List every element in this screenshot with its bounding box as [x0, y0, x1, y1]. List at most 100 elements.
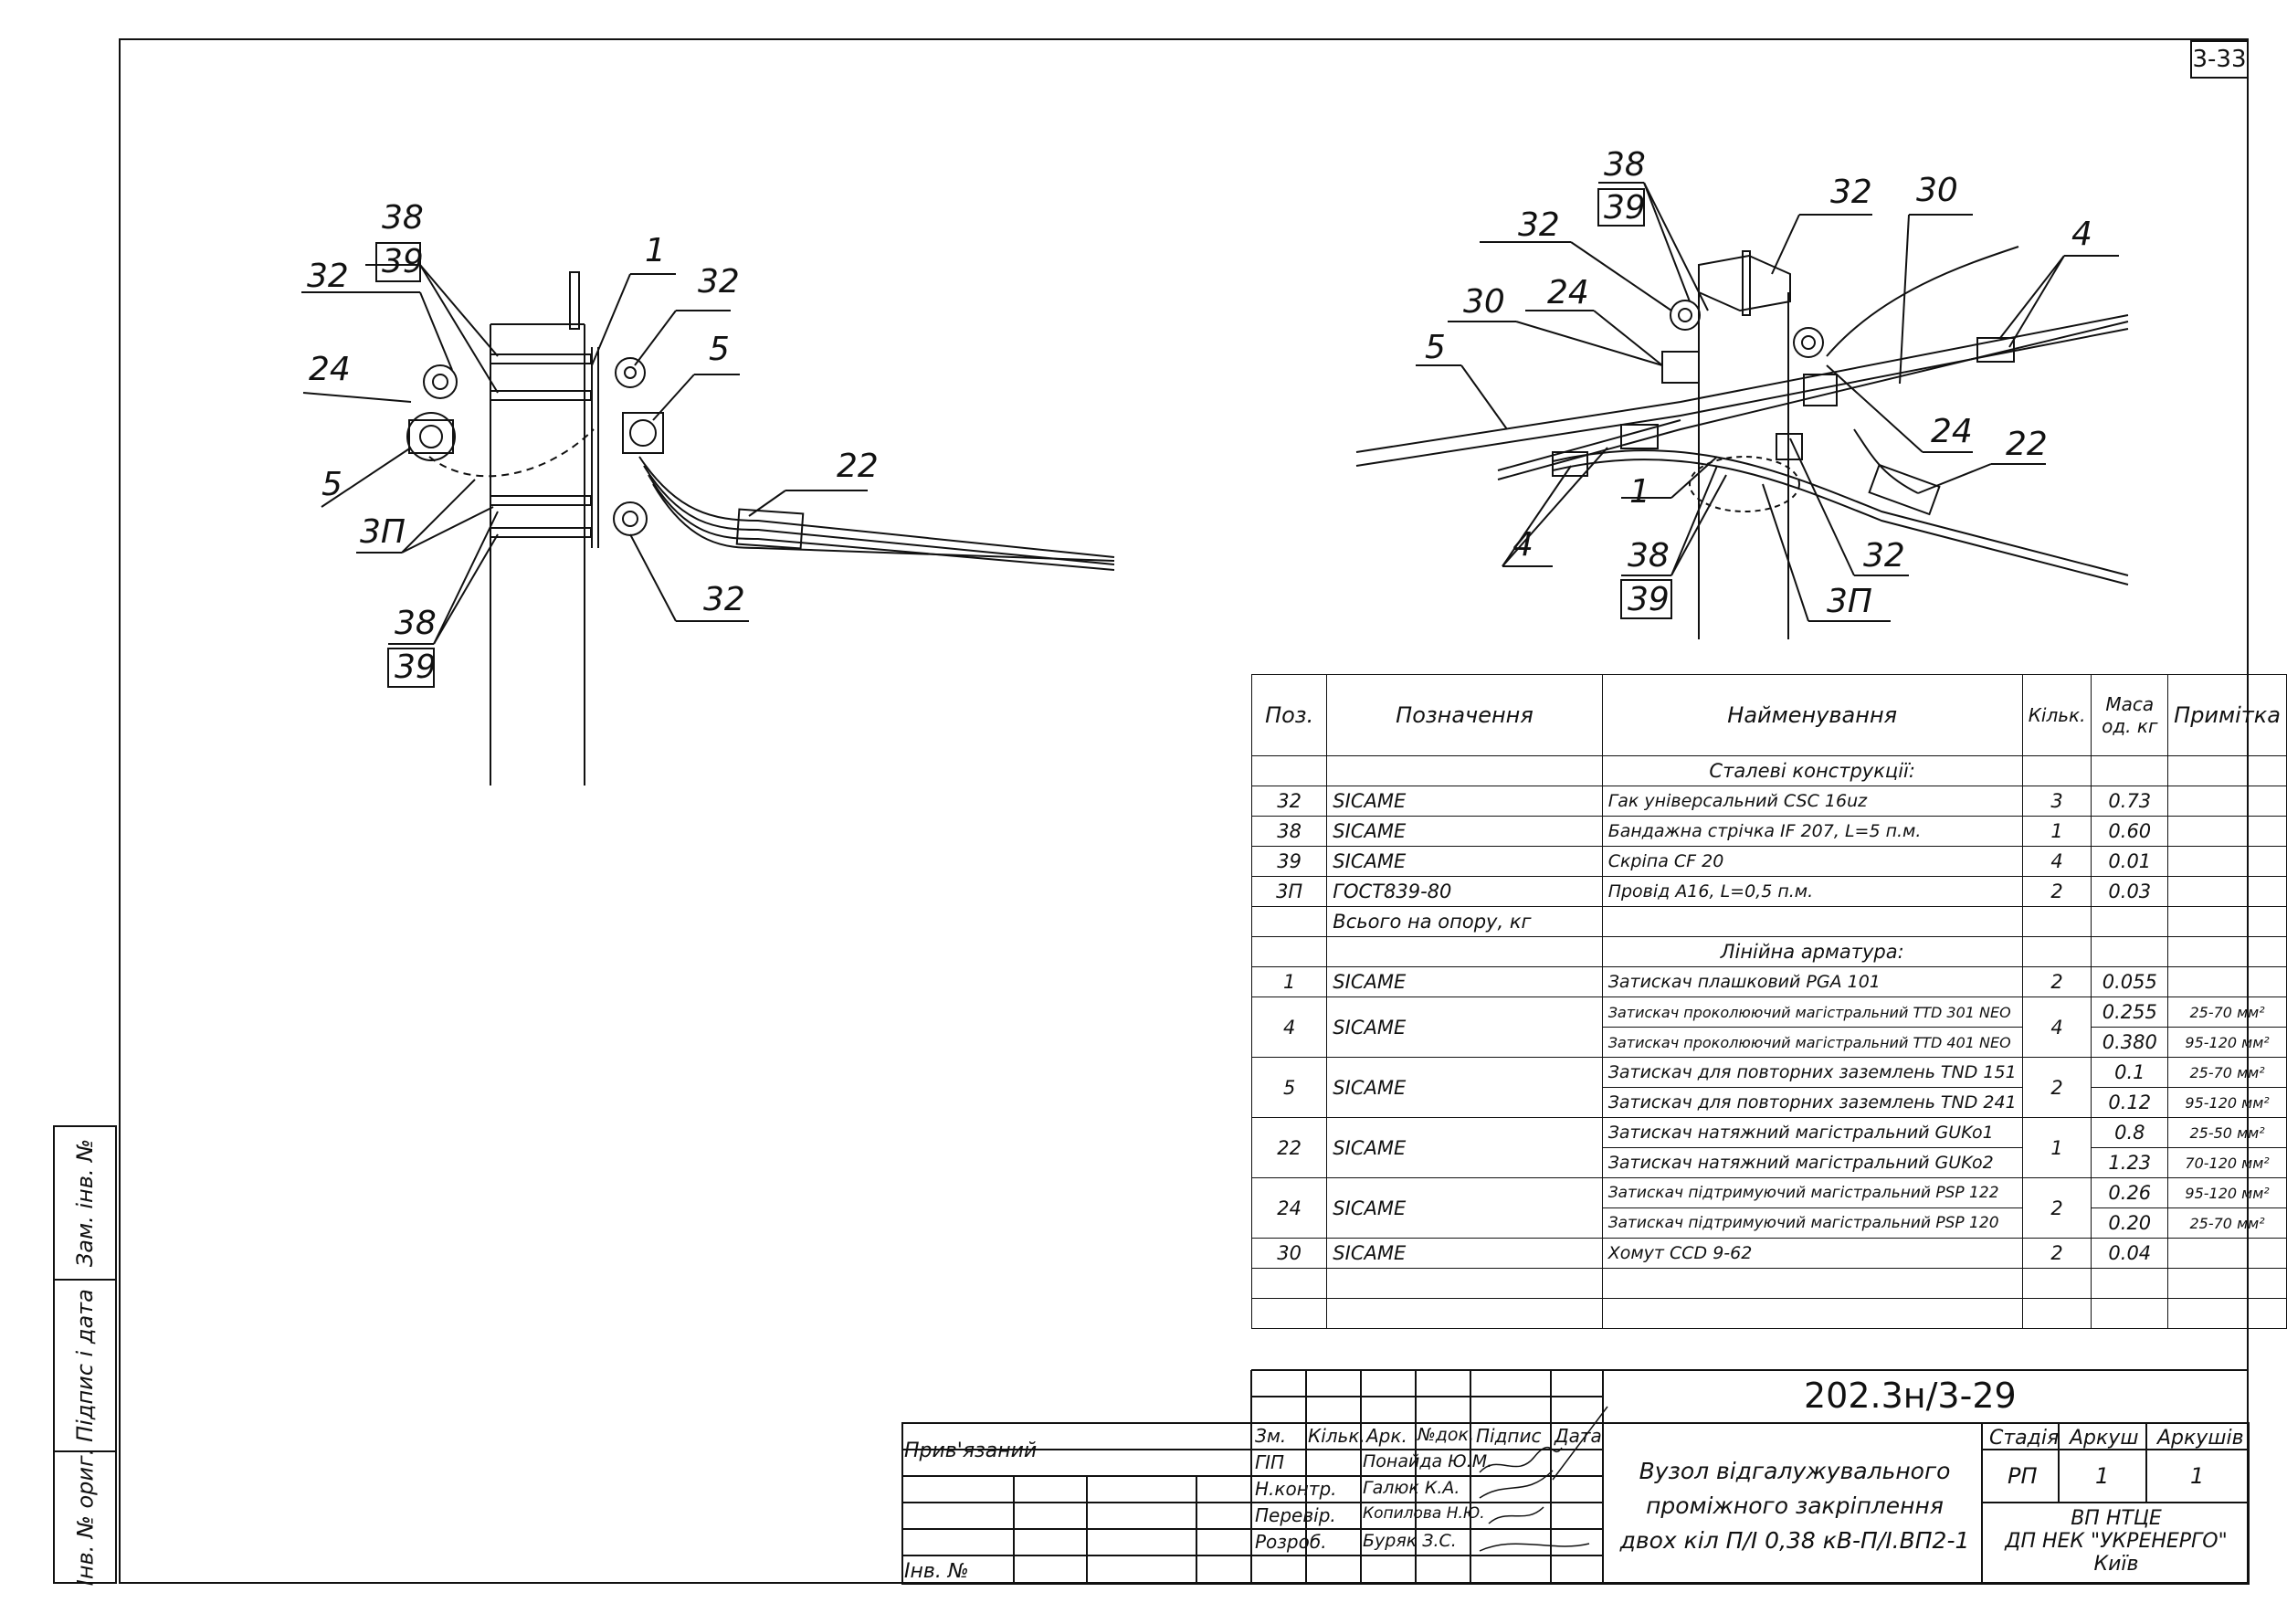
cell-qty: 2 — [2021, 1177, 2092, 1239]
name-nkontr: Галюк К.А. — [1363, 1478, 1460, 1498]
label-38-right-top: 38 — [1604, 146, 1646, 184]
hdr-ark: Арк. — [1366, 1425, 1407, 1447]
label-22-left: 22 — [837, 448, 879, 485]
cell-des: SICAME — [1326, 997, 1603, 1058]
hdr-kilk: Кільк. — [1308, 1425, 1365, 1447]
cell-pos: 22 — [1250, 1117, 1328, 1178]
org-line-2: ДП НЕК "УКРЕНЕРГО" — [2005, 1530, 2228, 1553]
sheet-header: Аркуш — [2070, 1427, 2139, 1450]
cell-des: SICAME — [1326, 1057, 1603, 1118]
label-24-right: 24 — [1931, 413, 1973, 450]
inv-no-label: Інв. № — [904, 1560, 969, 1583]
cell-pos: 24 — [1250, 1177, 1328, 1239]
cell-name: Затискач підтримуючий магістральний PSP … — [1601, 1207, 2023, 1239]
cell-qty: 2 — [2021, 1238, 2092, 1269]
cell-name: Затискач натяжний магістральний GUKo1 — [1601, 1117, 2023, 1148]
cell-note: 95-120 мм² — [2167, 1087, 2287, 1118]
label-32-left: 32 — [307, 258, 349, 295]
cell-mass: 0.26 — [2091, 1177, 2169, 1208]
cell-des: SICAME — [1326, 816, 1603, 847]
label-38-left-top: 38 — [382, 199, 424, 237]
cell-des: SICAME — [1326, 786, 1603, 817]
label-5-left: 5 — [321, 466, 343, 503]
hdr-qty: Кільк. — [2021, 674, 2092, 756]
specification-table: Поз. Позначення Найменування Кільк. Маса… — [1250, 674, 2287, 1329]
label-4-right-top: 4 — [2071, 216, 2092, 253]
cell-des: SICAME — [1326, 846, 1603, 877]
cell-pos: 32 — [1250, 786, 1328, 817]
label-1-left: 1 — [645, 232, 666, 269]
label-32-left-bottom: 32 — [703, 581, 745, 618]
cell-name: Затискач проколюючий магістральний TTD 3… — [1601, 997, 2023, 1028]
cell-mass: 1.23 — [2091, 1147, 2169, 1178]
cell-note: 70-120 мм² — [2167, 1147, 2287, 1178]
cell-des: SICAME — [1326, 1117, 1603, 1178]
drawing-title: Вузол відгалужувального проміжного закрі… — [1617, 1454, 1973, 1558]
cell-qty: 1 — [2021, 1117, 2092, 1178]
hdr-ndok: №док. — [1418, 1425, 1475, 1445]
title-line-2: проміжного закріплення — [1646, 1492, 1944, 1519]
sheets-value: 1 — [2190, 1463, 2205, 1489]
label-24-left: 24 — [309, 351, 351, 388]
label-32-right-left: 32 — [1518, 206, 1560, 244]
cell-name: Затискач проколюючий магістральний TTD 4… — [1601, 1027, 2023, 1058]
cell-mass: 0.380 — [2091, 1027, 2169, 1058]
title-line-3: двох кіл П/І 0,38 кВ-П/І.ВП2-1 — [1619, 1527, 1970, 1554]
cell-name: Гак універсальний CSC 16uz — [1601, 786, 2023, 817]
cell-pos: 30 — [1250, 1238, 1328, 1269]
hdr-data: Дата — [1555, 1425, 1602, 1447]
label-3p-right: 3П — [1827, 583, 1872, 620]
cell-name: Хомут CCD 9-62 — [1601, 1238, 2023, 1269]
label-30-right-top: 30 — [1916, 172, 1958, 209]
table-row: Затискач натяжний магістральний GUKo2 1.2… — [1252, 1147, 2287, 1178]
section-row: Сталеві конструкції: — [1250, 755, 2287, 786]
cell-mass: 0.8 — [2091, 1117, 2169, 1148]
label-39-left-bottom: 39 — [395, 649, 437, 686]
table-row — [1250, 1298, 2287, 1329]
doc-code: 202.3н/3-29 — [1804, 1376, 2017, 1416]
label-39-right-bottom: 39 — [1628, 581, 1670, 618]
role-rozrob: Розроб. — [1255, 1531, 1327, 1553]
stage-value: РП — [2008, 1463, 2038, 1489]
name-rozrob: Буряк З.С. — [1363, 1531, 1457, 1551]
cell-qty: 2 — [2021, 1057, 2092, 1118]
section-steel: Сталеві конструкції: — [1601, 755, 2023, 786]
label-32-right-top: 32 — [1830, 174, 1872, 211]
cell-pos: 39 — [1250, 846, 1328, 877]
cell-mass: 0.1 — [2091, 1057, 2169, 1088]
hdr-note: Примітка — [2167, 674, 2287, 756]
side-stamp-inv-orig: Інв. № ориг. — [53, 1449, 117, 1586]
label-32-right-bottom: 32 — [1863, 537, 1905, 575]
label-38-right-bottom: 38 — [1628, 537, 1670, 575]
cell-name: Затискач для повторних заземлень TND 151 — [1601, 1057, 2023, 1088]
label-30-right-left: 30 — [1463, 283, 1505, 321]
total-label: Всього на опору, кг — [1326, 906, 1603, 937]
role-nkontr: Н.контр. — [1255, 1478, 1337, 1500]
label-39-right-top: 39 — [1604, 189, 1646, 227]
cell-mass: 0.255 — [2091, 997, 2169, 1028]
cell-note: 25-70 мм² — [2167, 1207, 2287, 1239]
cell-qty: 4 — [2021, 997, 2092, 1058]
stage-header: Стадія — [1989, 1427, 2060, 1450]
cell-note: 95-120 мм² — [2167, 1177, 2287, 1208]
cell-qty: 4 — [2021, 846, 2092, 877]
total-row: Всього на опору, кг — [1250, 906, 2287, 937]
cell-name: Затискач натяжний магістральний GUKo2 — [1601, 1147, 2023, 1178]
label-22-right: 22 — [2006, 426, 2048, 463]
cell-des: SICAME — [1326, 1177, 1603, 1239]
name-perevir: Копилова Н.Ю. — [1363, 1504, 1485, 1523]
label-24-right-left: 24 — [1547, 274, 1589, 311]
sheet-value: 1 — [2095, 1463, 2110, 1489]
cell-des: SICAME — [1326, 966, 1603, 997]
privyazanyi-label: Прив'язаний — [904, 1439, 1038, 1462]
role-perevir: Перевір. — [1255, 1504, 1336, 1526]
